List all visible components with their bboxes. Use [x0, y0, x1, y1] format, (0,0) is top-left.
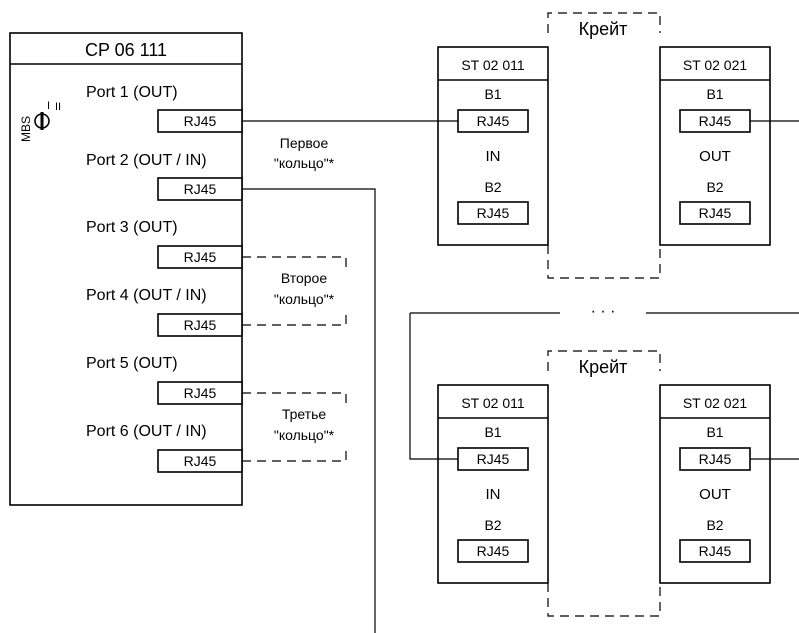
b2-connector[interactable] — [457, 539, 529, 563]
b2-connector-label: RJ45 — [477, 543, 510, 559]
inter-crate-link: · · · — [409, 303, 799, 460]
b2-connector-label: RJ45 — [699, 205, 732, 221]
crate-2-module-out: ST 02 021 B1 RJ45 OUT B2 RJ45 — [659, 384, 771, 584]
ring-2-label-line2: "кольцо"* — [274, 291, 335, 307]
ellipsis: · · · — [591, 303, 616, 320]
port-6-connector[interactable]: RJ45 — [157, 449, 243, 473]
port-2-connector-label: RJ45 — [184, 181, 217, 197]
b2-connector[interactable] — [679, 539, 751, 563]
mbs-switch[interactable]: MBS I II — [19, 100, 61, 142]
b1-connector[interactable] — [457, 109, 529, 133]
mbs-label: MBS — [19, 116, 33, 142]
port-4-label: Port 4 (OUT / IN) — [86, 287, 207, 304]
crate-1: Крейт ST 02 011 B1 RJ45 IN B2 RJ45 ST 02… — [437, 12, 799, 279]
ring-3-label-line1: Третье — [282, 406, 327, 422]
b1-label: B1 — [484, 86, 501, 102]
b2-connector[interactable] — [457, 201, 529, 225]
third-ring-cables — [242, 392, 347, 462]
port-6-label: Port 6 (OUT / IN) — [86, 423, 207, 440]
port-3-dashed-cable — [242, 256, 347, 271]
crate-1-module-out: ST 02 021 B1 RJ45 OUT B2 RJ45 — [659, 46, 771, 246]
crate-1-frame-bottom — [547, 245, 661, 279]
module-box — [659, 46, 771, 246]
port-3-connector[interactable]: RJ45 — [157, 245, 243, 269]
module-title: ST 02 021 — [683, 395, 748, 411]
module-title: ST 02 021 — [683, 57, 748, 73]
port-4-connector-label: RJ45 — [184, 317, 217, 333]
b1-connector-label: RJ45 — [477, 451, 510, 467]
b2-label: B2 — [706, 179, 723, 195]
port-3-connector-label: RJ45 — [184, 249, 217, 265]
ring-3-label-line2: "кольцо"* — [274, 427, 335, 443]
ring-1-label-line1: Первое — [280, 135, 329, 151]
controller-title: CP 06 111 — [85, 40, 167, 60]
crate-2-frame-top — [547, 350, 661, 371]
mode-label: OUT — [699, 486, 731, 503]
crate-1-label: Крейт — [579, 19, 628, 39]
b1-connector[interactable] — [457, 447, 529, 471]
port-3-label: Port 3 (OUT) — [86, 219, 178, 236]
mbs-switch-pos-1: I — [47, 100, 50, 112]
b1-label: B1 — [484, 424, 501, 440]
b2-connector-label: RJ45 — [477, 205, 510, 221]
b2-connector-label: RJ45 — [699, 543, 732, 559]
port-2-connector[interactable]: RJ45 — [157, 177, 243, 201]
port-5-connector[interactable]: RJ45 — [157, 381, 243, 405]
ring-1-label-line2: "кольцо"* — [274, 155, 335, 171]
port-4-dashed-cable — [242, 311, 347, 326]
port-1-connector-label: RJ45 — [184, 113, 217, 129]
b2-label: B2 — [706, 517, 723, 533]
mode-label: IN — [486, 486, 501, 503]
b1-label: B1 — [706, 424, 723, 440]
crate-1-module-in: ST 02 011 B1 RJ45 IN B2 RJ45 — [437, 46, 549, 246]
port-5-label: Port 5 (OUT) — [86, 355, 178, 372]
port-6-connector-label: RJ45 — [184, 453, 217, 469]
crate-2-module-in: ST 02 011 B1 RJ45 IN B2 RJ45 — [437, 384, 549, 584]
crate-2-frame-bottom — [547, 583, 661, 617]
port-6-dashed-cable — [242, 447, 347, 462]
crate-2: Крейт ST 02 011 B1 RJ45 IN B2 RJ45 ST 02… — [437, 350, 799, 617]
module-box — [437, 384, 549, 584]
first-ring-cables — [242, 120, 458, 633]
mbs-switch-pos-2: II — [55, 101, 61, 113]
controller-box — [9, 32, 243, 506]
b2-connector[interactable] — [679, 201, 751, 225]
port-1-label: Port 1 (OUT) — [86, 84, 178, 101]
module-title: ST 02 011 — [461, 57, 525, 73]
b2-label: B2 — [484, 517, 501, 533]
b2-label: B2 — [484, 179, 501, 195]
b1-label: B1 — [706, 86, 723, 102]
port-2-label: Port 2 (OUT / IN) — [86, 152, 207, 169]
crate-2-label: Крейт — [579, 357, 628, 377]
controller-cp06111: CP 06 111 MBS I II Port 1 (OUT) Port 2 (… — [9, 32, 243, 506]
port-1-connector[interactable]: RJ45 — [157, 109, 243, 133]
module-box — [659, 384, 771, 584]
port-2-return-cable — [242, 188, 376, 633]
b1-connector-label: RJ45 — [477, 113, 510, 129]
module-title: ST 02 011 — [461, 395, 525, 411]
ring-2-label-line1: Второе — [281, 270, 327, 286]
mode-label: IN — [486, 148, 501, 165]
second-ring-cables — [242, 256, 347, 326]
module-box — [437, 46, 549, 246]
port-5-dashed-cable — [242, 392, 347, 407]
mode-label: OUT — [699, 148, 731, 165]
crate-1-frame-top — [547, 12, 661, 33]
port-4-connector[interactable]: RJ45 — [157, 313, 243, 337]
port-5-connector-label: RJ45 — [184, 385, 217, 401]
b1-connector-label: RJ45 — [699, 113, 732, 129]
b1-connector-label: RJ45 — [699, 451, 732, 467]
